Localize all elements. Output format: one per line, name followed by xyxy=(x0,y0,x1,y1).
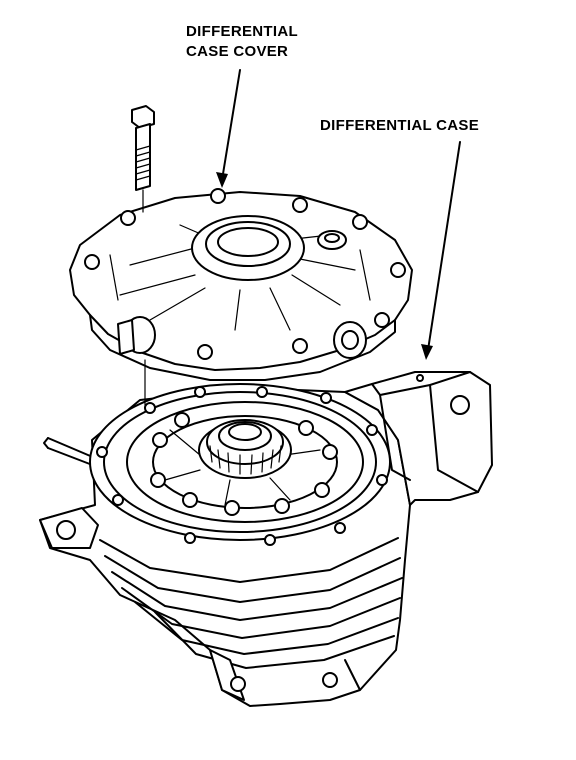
cover-label-line-1: DIFFERENTIAL xyxy=(186,23,298,40)
cover-label-line-2: CASE COVER xyxy=(186,43,289,60)
differential-case-drawing xyxy=(39,371,493,707)
bolt-drawing xyxy=(131,105,155,213)
differential-case-cover-label: DIFFERENTIAL CASE COVER xyxy=(186,22,298,62)
case-leader-line xyxy=(421,141,461,360)
differential-case-label: DIFFERENTIAL CASE xyxy=(320,117,479,134)
cover-leader-line xyxy=(216,69,241,188)
differential-case-cover-drawing xyxy=(69,188,413,381)
